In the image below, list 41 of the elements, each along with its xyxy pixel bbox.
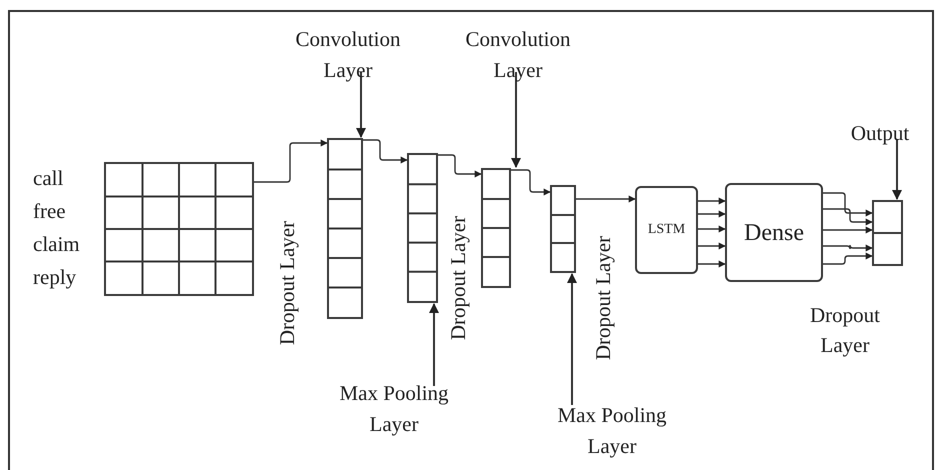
connector-arrow	[576, 196, 636, 202]
layer-caption: Max Pooling Layer	[548, 400, 676, 462]
layer-caption: Dropout Layer	[274, 220, 300, 346]
connector-arrow	[823, 244, 873, 252]
connector-arrow	[698, 226, 726, 232]
pointer-arrow	[429, 303, 439, 386]
layer-column	[407, 153, 438, 303]
layer-column	[327, 138, 363, 319]
layer-caption: Max Pooling Layer	[330, 378, 458, 440]
connector-arrow	[698, 198, 726, 204]
pointer-arrow	[511, 72, 521, 168]
connector-arrow	[698, 210, 726, 218]
connector-arrow	[823, 192, 873, 216]
connector-arrow	[438, 154, 482, 178]
layer-caption: Dropout Layer	[444, 216, 471, 340]
layer-caption: Dropout Layer	[809, 302, 881, 360]
layer-column	[872, 200, 903, 266]
row-label: call	[33, 168, 64, 189]
connector-arrow	[698, 242, 726, 250]
layer-caption: Output	[838, 118, 922, 149]
layer-caption: Dropout Layer	[590, 236, 616, 360]
pointer-arrow	[567, 273, 577, 405]
pointer-arrow	[356, 72, 366, 138]
input-matrix	[104, 162, 254, 296]
connector-arrow	[363, 139, 408, 164]
layer-block: Dense	[725, 183, 823, 282]
row-label: free	[33, 201, 66, 222]
connector-arrow	[698, 260, 726, 268]
connector-arrow	[254, 140, 328, 183]
connector-arrow	[511, 169, 551, 196]
row-label: reply	[33, 267, 76, 288]
connector-arrow	[823, 226, 873, 234]
layer-caption: Convolution Layer	[455, 24, 581, 86]
layer-block: LSTM	[635, 186, 698, 274]
layer-column	[550, 185, 576, 273]
pointer-arrow	[892, 140, 902, 200]
connector-arrow	[823, 208, 873, 226]
connector-arrow	[823, 252, 873, 265]
layer-caption: Convolution Layer	[285, 24, 411, 86]
row-label: claim	[33, 234, 80, 255]
layer-column	[481, 168, 511, 288]
